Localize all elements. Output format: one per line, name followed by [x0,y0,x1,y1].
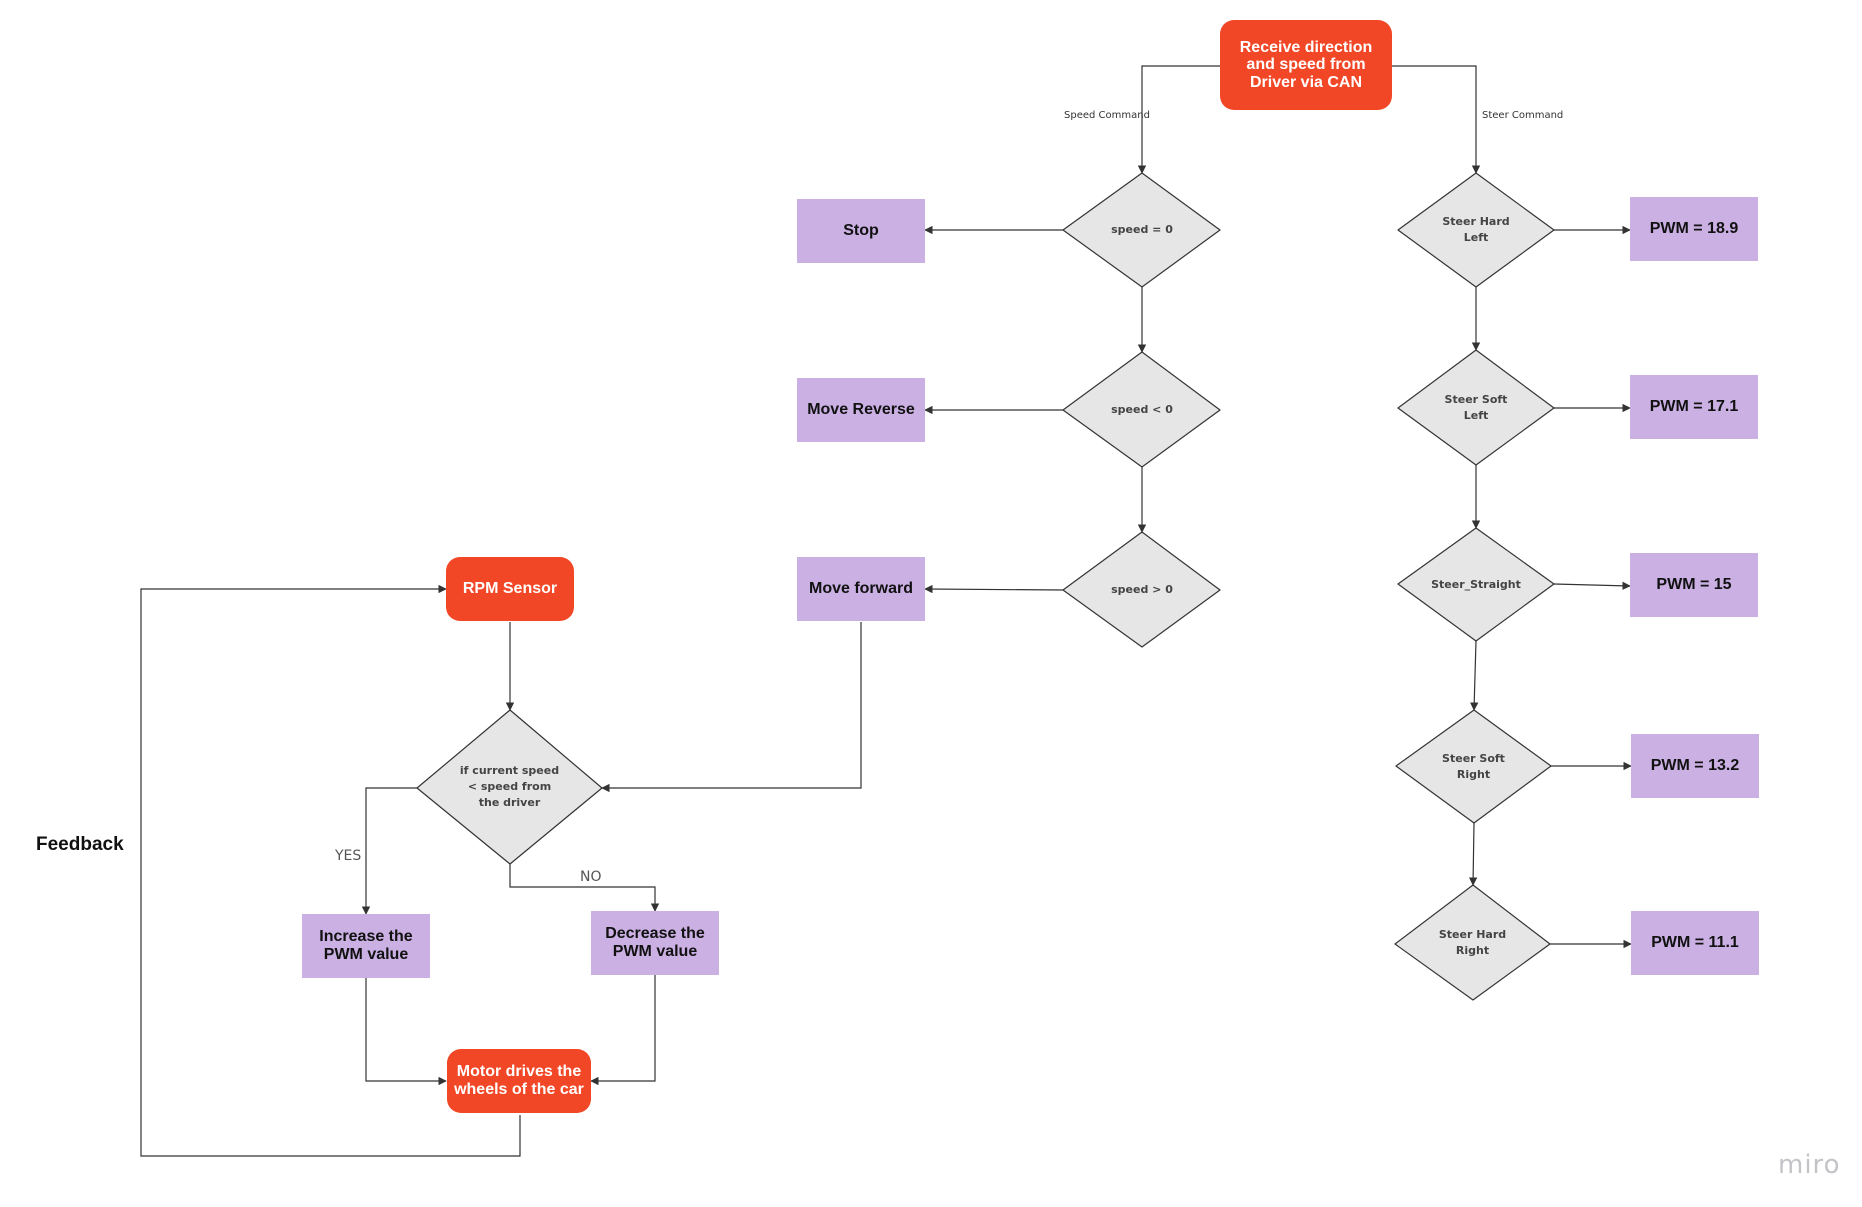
decision-hard-left-shape[interactable] [1397,172,1555,288]
decision-hard-right-shape[interactable] [1394,884,1551,1001]
edge-feedback-loop [140,584,521,1157]
decision-soft-left-label: Steer Soft Left [1444,392,1508,422]
decision-speed-eq-label: speed = 0 [1111,223,1173,237]
decision-soft-right-shape[interactable] [1395,709,1552,824]
decision-soft-right-label: Steer Soft Right [1442,751,1505,781]
rpm-sensor-node[interactable]: RPM Sensor [446,557,574,621]
decision-speed-lt-label: speed < 0 [1111,402,1173,416]
decision-hard-left-label: Steer Hard Left [1442,215,1510,244]
stop-node[interactable]: Stop [797,199,925,263]
pwm-17-1-node[interactable]: PWM = 17.1 [1630,375,1758,439]
edge-straight-softright [1470,640,1479,711]
decision-speed-gt-shape[interactable] [1062,531,1221,648]
miro-watermark: miro [1778,1150,1841,1180]
edge-decrease-motor [590,975,656,1086]
decision-speed-gt-label: speed > 0 [1111,582,1173,596]
edge-speedgt-forward [924,584,1064,594]
feedback-label: Feedback [36,834,124,855]
move-forward-node[interactable]: Move forward [797,557,925,621]
decision-compare-label: if current speed < speed from the driver [459,764,560,809]
pwm-18-9-node[interactable]: PWM = 18.9 [1630,197,1758,261]
edge-forward-compare [601,622,862,793]
decision-straight-label: Steer_Straight [1431,577,1521,591]
connectors [140,65,1632,1157]
decision-soft-left-shape[interactable] [1397,349,1555,466]
pwm-15-node[interactable]: PWM = 15 [1630,553,1758,617]
edge-softright-hardright [1468,822,1478,886]
speed-command-label: Speed Command [1064,110,1150,121]
decision-speed-lt-shape[interactable] [1062,351,1221,468]
edge-compare-yes [361,787,417,915]
edge-receive-steer [1392,65,1481,174]
increase-pwm-node[interactable]: Increase the PWM value [302,914,430,978]
decrease-pwm-node[interactable]: Decrease the PWM value [591,911,719,975]
decision-straight-shape[interactable] [1397,527,1555,642]
move-reverse-node[interactable]: Move Reverse [797,378,925,442]
decision-shapes [416,172,1555,1001]
edge-increase-motor [365,978,447,1086]
yes-label: YES [335,848,362,864]
motor-node[interactable]: Motor drives the wheels of the car [447,1049,591,1113]
receive-node[interactable]: Receive direction and speed from Driver … [1220,20,1392,110]
steer-command-label: Steer Command [1482,110,1564,121]
edge-straight-pwm15 [1553,581,1631,590]
edge-compare-no [509,864,660,912]
edge-receive-speed [1137,65,1220,174]
decision-hard-right-label: Steer Hard Right [1438,927,1507,957]
no-label: NO [580,869,602,885]
decision-speed-eq-shape[interactable] [1062,172,1221,288]
pwm-13-2-node[interactable]: PWM = 13.2 [1631,734,1759,798]
decision-compare-shape[interactable] [416,709,603,865]
pwm-11-1-node[interactable]: PWM = 11.1 [1631,911,1759,975]
